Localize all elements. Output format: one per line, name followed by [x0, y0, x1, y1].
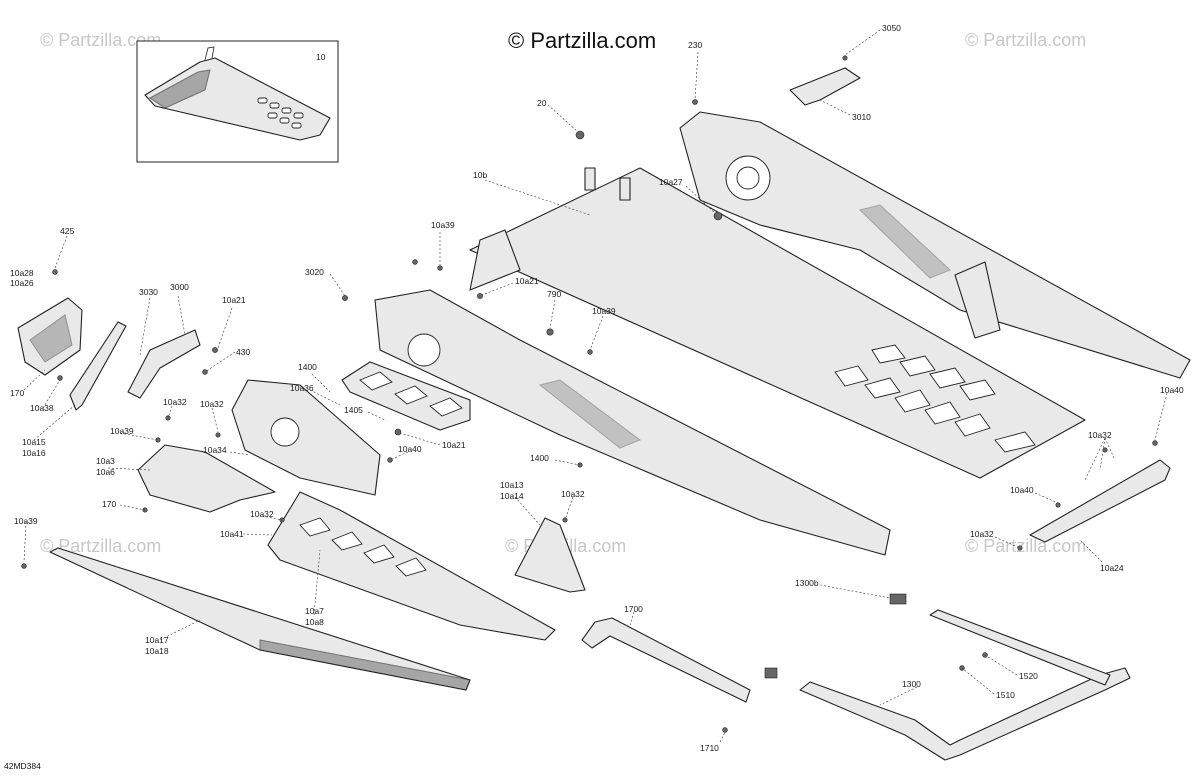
- callout-10a21-c: 10a21: [442, 440, 466, 450]
- callout-10a41: 10a41: [220, 529, 244, 539]
- callout-170-a: 170: [10, 388, 24, 398]
- callout-1710: 1710: [700, 743, 719, 753]
- callout-1400-b: 1400: [530, 453, 549, 463]
- callout-425: 425: [60, 226, 74, 236]
- callout-10a21-a: 10a21: [515, 276, 539, 286]
- watermark-top-right: © Partzilla.com: [965, 30, 1086, 50]
- callout-10a39-a: 10a39: [431, 220, 455, 230]
- callout-10a3: 10a3: [96, 456, 115, 466]
- part-10a24-rail: [1029, 459, 1171, 543]
- callout-20: 20: [537, 98, 547, 108]
- callout-1300: 1300: [902, 679, 921, 689]
- diagram-reference-code: 42MD384: [4, 761, 41, 771]
- callout-10a32-c: 10a32: [561, 489, 585, 499]
- callout-10a32-e: 10a32: [1088, 430, 1112, 440]
- callout-1405: 1405: [344, 405, 363, 415]
- callout-10a40-a: 10a40: [398, 444, 422, 454]
- part-3000-bracket: [127, 329, 201, 399]
- hardware-fasteners: [21, 99, 1158, 733]
- callout-10a17: 10a17: [145, 635, 169, 645]
- leader-lines: [23, 29, 1168, 743]
- callout-10a32-b: 10a32: [200, 399, 224, 409]
- tunnel-assembly-10b: [374, 111, 1191, 556]
- callout-10a27: 10a27: [659, 177, 683, 187]
- callout-10a36: 10a36: [290, 383, 314, 393]
- watermark-mid-right: © Partzilla.com: [965, 536, 1086, 556]
- callout-10a40-b: 10a40: [1160, 385, 1184, 395]
- part-10a13-gusset: [514, 517, 586, 593]
- part-10a17-strip: [49, 547, 471, 691]
- callout-170-b: 170: [102, 499, 116, 509]
- callout-10a21-b: 10a21: [222, 295, 246, 305]
- callout-10a38: 10a38: [30, 403, 54, 413]
- callout-labels: 10 230 3050 3010 20 10b 10a27 10a39 425 …: [10, 23, 1184, 753]
- part-10a15-strip: [69, 321, 127, 411]
- callout-1520: 1520: [1019, 671, 1038, 681]
- callout-3010: 3010: [852, 112, 871, 122]
- watermark-top-left: © Partzilla.com: [40, 30, 161, 50]
- callout-10a32-f: 10a32: [970, 529, 994, 539]
- callout-1510: 1510: [996, 690, 1015, 700]
- watermark-main: © Partzilla.com: [508, 28, 656, 53]
- callout-10a6: 10a6: [96, 467, 115, 477]
- callout-10a39-c: 10a39: [110, 426, 134, 436]
- callout-430: 430: [236, 347, 250, 357]
- callout-10a13: 10a13: [500, 480, 524, 490]
- callout-10a15: 10a15: [22, 437, 46, 447]
- callout-10a26: 10a26: [10, 278, 34, 288]
- part-1300-bumper: [799, 609, 1131, 761]
- callout-10a14: 10a14: [500, 491, 524, 501]
- watermark-mid-left: © Partzilla.com: [40, 536, 161, 556]
- callout-10: 10: [316, 52, 326, 62]
- part-1700-runner: [581, 617, 751, 703]
- callout-10a39-b: 10a39: [592, 306, 616, 316]
- callout-10a24: 10a24: [1100, 563, 1124, 573]
- callout-10b: 10b: [473, 170, 487, 180]
- callout-230: 230: [688, 40, 702, 50]
- part-3010-bracket: [789, 55, 861, 106]
- callout-10a16: 10a16: [22, 448, 46, 458]
- callout-3000: 3000: [170, 282, 189, 292]
- callout-10a32-d: 10a32: [250, 509, 274, 519]
- callout-10a40-c: 10a40: [1010, 485, 1034, 495]
- callout-10a7: 10a7: [305, 606, 324, 616]
- callout-10a32-a: 10a32: [163, 397, 187, 407]
- callout-3020: 3020: [305, 267, 324, 277]
- callout-10a34: 10a34: [203, 445, 227, 455]
- callout-3050: 3050: [882, 23, 901, 33]
- callout-790: 790: [547, 289, 561, 299]
- inset-assembly-10: [136, 40, 339, 163]
- part-10a3-bracket: [137, 444, 276, 513]
- callout-10a28: 10a28: [10, 268, 34, 278]
- part-10a7-plate: [267, 491, 556, 641]
- callout-1400-a: 1400: [298, 362, 317, 372]
- callout-10a8: 10a8: [305, 617, 324, 627]
- part-10a34-plate: [231, 379, 381, 496]
- callout-3030: 3030: [139, 287, 158, 297]
- callout-1700: 1700: [624, 604, 643, 614]
- part-1400-plate: [341, 361, 471, 431]
- part-10a28-bracket: [17, 297, 83, 376]
- callout-1300b: 1300b: [795, 578, 819, 588]
- callout-10a18: 10a18: [145, 646, 169, 656]
- callout-10a39-d: 10a39: [14, 516, 38, 526]
